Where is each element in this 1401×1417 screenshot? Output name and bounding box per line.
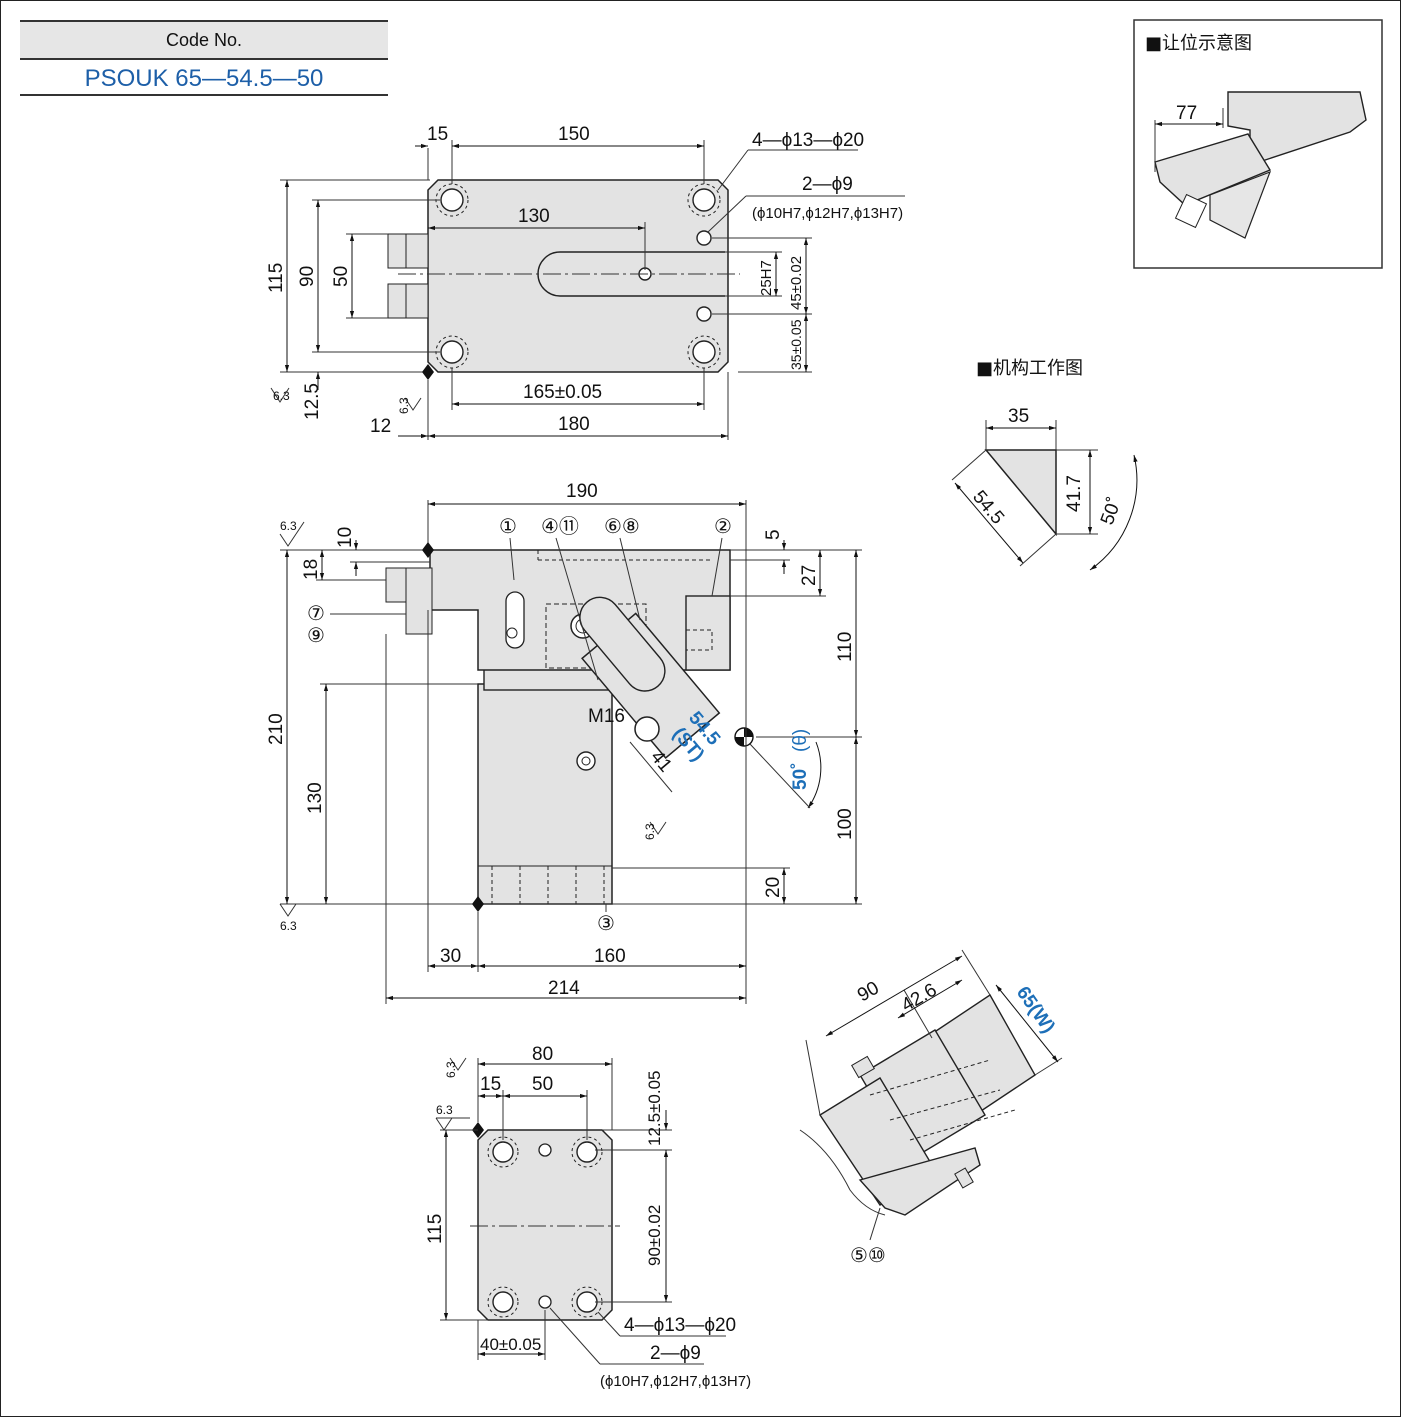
front-dim-5: 5	[763, 529, 784, 540]
mechanism-diagram: ■机构工作图 35 41.7 54.5 50˚	[951, 358, 1138, 571]
top-roughness-1: 6.3	[273, 389, 290, 403]
front-roughness-1: 6.3	[280, 519, 297, 533]
callout-2: ②	[714, 516, 732, 538]
top-dim-165: 165±0.05	[523, 382, 602, 403]
iso-dim-42-6: 42.6	[898, 980, 941, 1017]
front-dim-130: 130	[305, 782, 326, 814]
top-dim-130: 130	[518, 206, 550, 227]
bottom-dim-115: 115	[425, 1214, 446, 1244]
top-dim-25h7: 25H7	[758, 260, 775, 296]
front-dim-10: 10	[335, 527, 356, 548]
front-angle-tag: (θ)	[790, 729, 811, 752]
callout-6-8: ⑥⑧	[604, 516, 640, 538]
top-dim-35: 35±0.05	[788, 319, 804, 370]
bottom-roughness-1: 6.3	[444, 1061, 458, 1078]
callout-9: ⑨	[307, 625, 325, 647]
code-number-box: Code No. PSOUK 65—54.5—50	[20, 20, 388, 96]
bottom-holes-2-options: (ϕ10H7,ϕ12H7,ϕ13H7)	[600, 1373, 751, 1390]
top-dim-115: 115	[266, 263, 287, 293]
clearance-dim: 77	[1176, 103, 1197, 124]
bottom-holes-4-label: 4—ϕ13—ϕ20	[624, 1315, 736, 1336]
front-dim-110: 110	[835, 632, 856, 662]
mechanism-dim-height: 41.7	[1064, 475, 1085, 512]
iso-width: 65(W)	[1012, 983, 1059, 1037]
bottom-holes-2-label: 2—ϕ9	[650, 1343, 701, 1364]
bottom-dim-80: 80	[532, 1044, 553, 1065]
callout-1: ①	[499, 516, 517, 538]
front-dim-100: 100	[835, 808, 856, 840]
clearance-inset: ■让位示意图 77	[1133, 19, 1383, 269]
front-dim-20: 20	[763, 877, 784, 898]
front-dim-190: 190	[566, 481, 598, 502]
iso-dim-90: 90	[854, 978, 883, 1007]
top-roughness-2: 6.3	[397, 397, 411, 414]
callout-3: ③	[597, 913, 615, 935]
top-dim-45: 45±0.02	[788, 256, 805, 310]
bottom-dim-50: 50	[532, 1074, 553, 1095]
front-m16-label: M16	[588, 706, 625, 727]
code-number-label: Code No.	[20, 20, 388, 60]
front-dim-18: 18	[301, 559, 322, 580]
top-dim-90: 90	[297, 266, 318, 287]
front-angle: 50˚	[790, 763, 811, 790]
bottom-dim-40: 40±0.05	[480, 1335, 541, 1354]
top-holes-4-label: 4—ϕ13—ϕ20	[752, 130, 864, 151]
top-dim-12-5: 12.5	[302, 383, 323, 420]
bottom-dim-15: 15	[480, 1074, 501, 1095]
mechanism-title: ■机构工作图	[976, 358, 1083, 379]
top-dim-15: 15	[427, 124, 448, 145]
code-number-value: PSOUK 65—54.5—50	[20, 60, 388, 96]
mechanism-angle: 50˚	[1097, 495, 1126, 528]
iso-callout-5-10: ⑤⑩	[850, 1245, 886, 1267]
mechanism-dim-top: 35	[1008, 406, 1029, 427]
top-dim-180: 180	[558, 414, 590, 435]
bottom-dim-90: 90±0.02	[645, 1205, 664, 1266]
front-view: 190 110 100 5 27 20 210 130 10 18 6.3	[266, 481, 862, 1004]
top-view: 15 150 130 115 90 50 12.5 6.3 165±0.05 1…	[266, 124, 905, 440]
top-holes-2-options: (ϕ10H7,ϕ12H7,ϕ13H7)	[752, 205, 903, 222]
bottom-view: 80 15 50 6.3 6.3 115 12.5±0.05 90±0.02 4…	[425, 1044, 751, 1390]
front-roughness-3: 6.3	[643, 823, 657, 840]
front-dim-210: 210	[266, 713, 287, 745]
mechanism-dim-side: 54.5	[968, 487, 1008, 529]
top-dim-50: 50	[331, 266, 352, 287]
clearance-inset-title: ■让位示意图	[1145, 33, 1252, 54]
front-dim-160: 160	[594, 946, 626, 967]
bottom-dim-12-5: 12.5±0.05	[645, 1070, 664, 1146]
front-dim-30: 30	[440, 946, 461, 967]
front-dim-214: 214	[548, 978, 580, 999]
top-holes-2-label: 2—ϕ9	[802, 174, 853, 195]
front-roughness-2: 6.3	[280, 919, 297, 933]
front-dim-27: 27	[799, 565, 820, 586]
iso-view: 90 42.6 65(W) ⑤⑩	[799, 949, 1063, 1267]
top-dim-12: 12	[370, 416, 391, 437]
top-dim-150: 150	[558, 124, 590, 145]
bottom-roughness-2: 6.3	[436, 1103, 453, 1117]
callout-4-11: ④⑪	[541, 515, 579, 538]
callout-7: ⑦	[307, 603, 325, 625]
